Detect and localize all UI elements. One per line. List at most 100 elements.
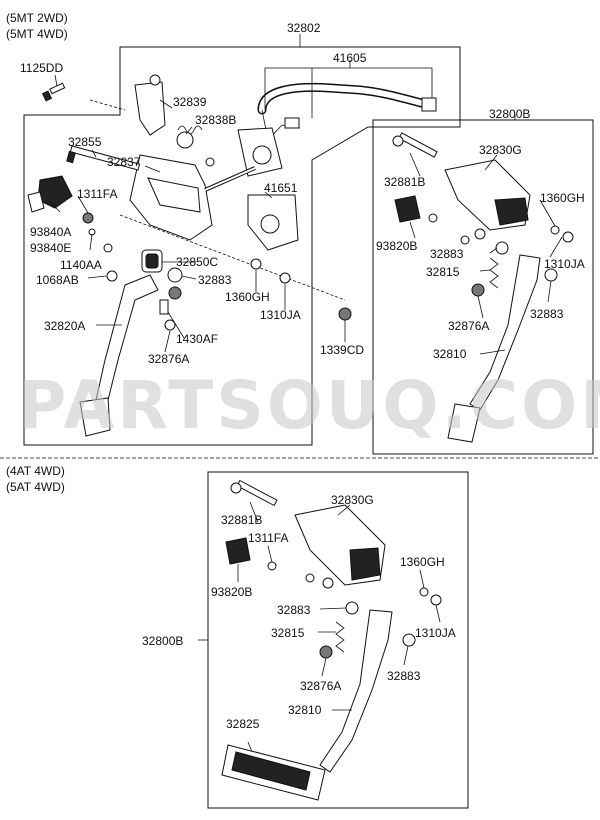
switch-93820b-bottom xyxy=(225,537,251,565)
pad-hole xyxy=(260,214,280,234)
label-93840e: 93840E xyxy=(30,241,71,255)
assembly-outline-32802 xyxy=(23,46,461,446)
label-32810-a: 32810 xyxy=(433,347,467,361)
label-32855: 32855 xyxy=(68,135,102,149)
nut-1310ja-a xyxy=(279,272,291,284)
label-32825: 32825 xyxy=(226,717,260,731)
bolt-32881b-top xyxy=(392,132,438,158)
label-32800b-a: 32800B xyxy=(489,107,530,121)
washer-bottom-2 xyxy=(322,577,334,589)
label-1360gh-c: 1360GH xyxy=(400,555,445,569)
stopper-1430af xyxy=(159,299,169,315)
washer-1360gh-b xyxy=(550,225,560,235)
variant-label-5mt-4wd: (5MT 4WD) xyxy=(6,27,68,41)
label-32838b: 32838B xyxy=(195,113,236,127)
label-32802: 32802 xyxy=(287,21,321,35)
switch-93840e xyxy=(27,191,45,213)
label-32876a-c: 32876A xyxy=(300,679,341,693)
clutch-pedal-32820a xyxy=(95,274,159,401)
nut-1310ja-c xyxy=(430,594,442,606)
pedal-pad-32825 xyxy=(221,744,326,801)
variant-label-5mt-2wd: (5MT 2WD) xyxy=(6,11,68,25)
cable-clip xyxy=(284,117,300,129)
bolt-32881b-bottom xyxy=(230,479,278,507)
label-32883-a: 32883 xyxy=(198,273,232,287)
watermark: PARTSOUQ.COM xyxy=(18,367,600,444)
bushing-32883-e xyxy=(402,633,416,647)
label-1310ja-c: 1310JA xyxy=(415,626,456,640)
label-32881b-a: 32881B xyxy=(384,175,425,189)
label-1311fa-b: 1311FA xyxy=(248,531,288,545)
variant-label-4at-4wd: (4AT 4WD) xyxy=(6,464,65,478)
switch-93820b-top xyxy=(394,195,421,223)
bushing-32883-top xyxy=(495,241,509,255)
nut-top xyxy=(149,74,161,86)
washer-1360gh-c xyxy=(419,587,429,597)
label-32830g-a: 32830G xyxy=(479,143,522,157)
label-32810-b: 32810 xyxy=(288,703,322,717)
label-1430af: 1430AF xyxy=(176,332,218,346)
switch-cylinder xyxy=(252,145,272,165)
label-1360gh-b: 1360GH xyxy=(540,191,585,205)
washer xyxy=(205,157,215,167)
washer-1360gh-a xyxy=(250,258,262,270)
label-1339cd: 1339CD xyxy=(320,343,364,357)
bracket-32830g-top-shade xyxy=(494,197,529,226)
label-1310ja-a: 1310JA xyxy=(260,308,301,322)
stopper-32876a xyxy=(164,319,176,331)
bracket-32839 xyxy=(134,81,166,136)
nut-1339cd xyxy=(338,307,352,321)
label-32815-b: 32815 xyxy=(271,626,305,640)
label-32876a-a: 32876A xyxy=(148,352,189,366)
stopper-32876a-top xyxy=(471,283,485,297)
label-32815-a: 32815 xyxy=(426,265,460,279)
nut-top-right-2 xyxy=(460,235,470,245)
label-1310ja-b: 1310JA xyxy=(544,257,585,271)
variant-label-5at-4wd: (5AT 4WD) xyxy=(6,480,65,494)
washer-top-right xyxy=(474,228,486,240)
label-32830g-b: 32830G xyxy=(331,493,374,507)
pedal-pad-32810-top xyxy=(447,403,481,443)
brake-pedal-32810-bottom xyxy=(319,609,393,773)
label-1125dd: 1125DD xyxy=(20,61,63,75)
label-32876a-b: 32876A xyxy=(448,319,489,333)
label-93820b-b: 93820B xyxy=(211,585,252,599)
washer-1140aa xyxy=(103,243,113,253)
label-32883-e: 32883 xyxy=(387,669,421,683)
label-32820a: 32820A xyxy=(44,319,85,333)
bushing-32883-d xyxy=(345,601,359,615)
clutch-cable-41605-inner xyxy=(259,84,428,113)
label-93840a: 93840A xyxy=(30,225,71,239)
assembly-box-32800b-top xyxy=(372,119,594,455)
label-32800b-b: 32800B xyxy=(142,634,183,648)
shaft-32855 xyxy=(66,145,141,171)
pedal-pad-32820a xyxy=(79,397,111,437)
label-32850c: 32850C xyxy=(176,255,218,269)
label-32839: 32839 xyxy=(173,95,207,109)
label-93820b-a: 93820B xyxy=(376,239,417,253)
label-32883-c: 32883 xyxy=(530,307,564,321)
label-1068ab: 1068AB xyxy=(36,273,79,287)
nut-1310ja-b xyxy=(562,231,574,243)
nut-top-right xyxy=(428,213,438,223)
bracket-32830g-bottom-shade xyxy=(349,547,381,581)
washer-bottom xyxy=(305,573,315,583)
nut-1311fa-bottom xyxy=(267,561,277,571)
label-32883-b: 32883 xyxy=(430,247,464,261)
bolt-1125dd xyxy=(41,82,66,102)
bracket-plate xyxy=(147,177,201,213)
label-32881b-b: 32881B xyxy=(221,513,262,527)
label-41605: 41605 xyxy=(333,51,367,65)
label-32883-d: 32883 xyxy=(277,603,311,617)
brake-pedal-32810-top xyxy=(469,254,541,411)
label-32837: 32837 xyxy=(107,155,141,169)
washer-1068ab xyxy=(106,270,118,282)
bushing-32883-a xyxy=(167,267,183,283)
nut-1311fa xyxy=(82,212,94,224)
label-1360gh-a: 1360GH xyxy=(225,290,270,304)
spring-32815-top xyxy=(489,257,499,289)
label-1140aa: 1140AA xyxy=(60,258,102,272)
spring-32815-bottom xyxy=(335,621,345,653)
cable-end-fitting xyxy=(421,97,437,112)
